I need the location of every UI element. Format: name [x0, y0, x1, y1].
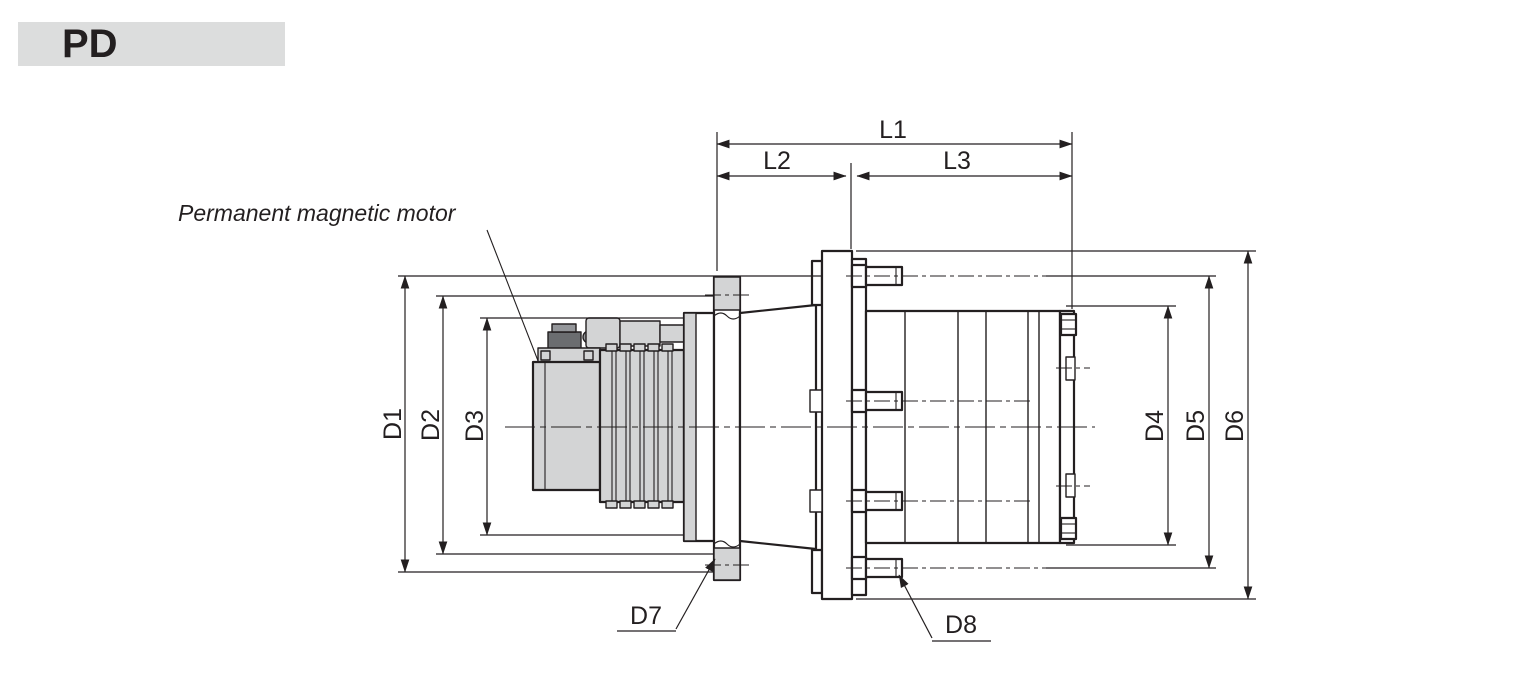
header: PD — [18, 22, 285, 66]
dim-label-D4: D4 — [1141, 410, 1169, 442]
dim-label-L3: L3 — [943, 147, 971, 175]
bolt-head-left-lower — [809, 489, 823, 513]
dim-label-D3: D3 — [461, 410, 489, 442]
dim-label-D8: D8 — [945, 611, 977, 639]
motor-terminal-box — [537, 347, 601, 363]
input-flange — [712, 275, 742, 582]
callout-D7: D7 — [617, 558, 716, 632]
bell-housing — [738, 259, 824, 595]
bolt-head-left-upper — [809, 389, 823, 413]
dim-label-D2: D2 — [417, 409, 445, 441]
page-title: PD — [62, 22, 118, 66]
centerlines — [505, 275, 1095, 569]
leader-D8 — [898, 574, 933, 639]
break-line-bottom — [713, 540, 741, 548]
callout-D8: D8 — [898, 574, 991, 642]
leader-D7 — [675, 558, 716, 630]
header-background — [18, 22, 285, 66]
motor-annotation-label: Permanent magnetic motor — [178, 200, 457, 226]
dim-label-D1: D1 — [379, 408, 407, 440]
dim-label-L2: L2 — [763, 147, 791, 175]
motor-assembly — [531, 311, 716, 543]
extension-lines — [398, 132, 1256, 600]
dimension-lines — [400, 139, 1253, 600]
end-cap-bolt-top — [1059, 312, 1078, 337]
dim-label-D6: D6 — [1221, 410, 1249, 442]
dim-label-D7: D7 — [630, 602, 662, 630]
end-cap-bolt-bottom — [1059, 516, 1078, 541]
motor-body — [531, 360, 602, 492]
dim-label-L1: L1 — [879, 116, 907, 144]
break-line-top — [713, 312, 741, 320]
motor-cooling-fins — [598, 343, 686, 509]
dimension-labels: L1 L2 L3 D1 D2 D3 D4 D5 D6 — [379, 116, 1249, 442]
dim-label-D5: D5 — [1182, 410, 1210, 442]
